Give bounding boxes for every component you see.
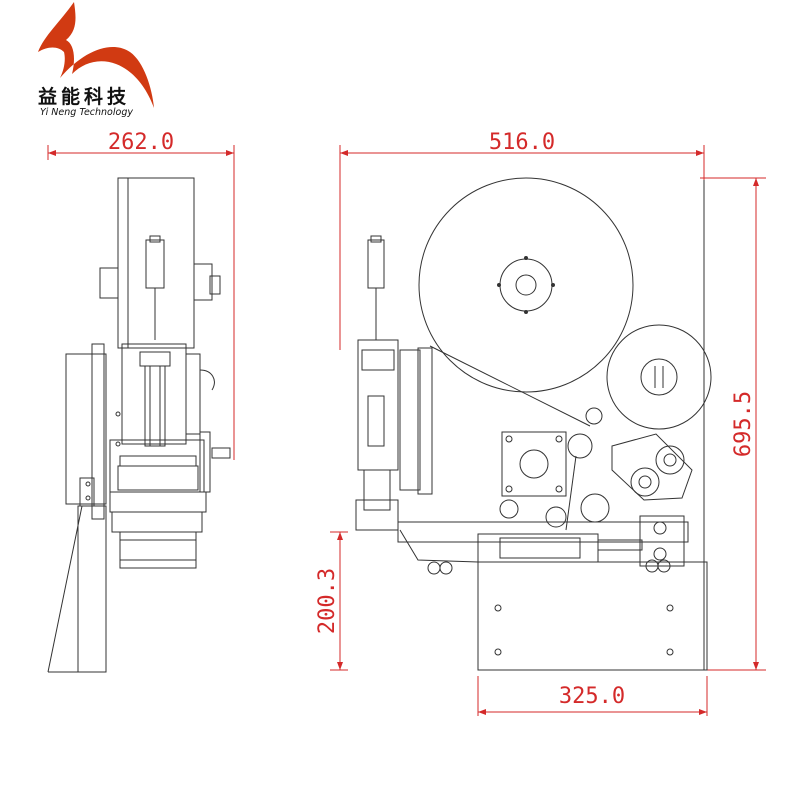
dimension-lines (47, 145, 766, 716)
dim-base-width: 325.0 (559, 684, 625, 709)
dim-front-width: 516.0 (489, 130, 555, 155)
dim-total-height: 695.5 (731, 391, 756, 457)
dim-side-width: 262.0 (108, 130, 174, 155)
dim-base-height: 200.3 (315, 568, 340, 634)
brand-name-cn: 益能科技 (38, 86, 131, 108)
side-view (47, 177, 231, 673)
logo-mark (38, 2, 154, 108)
front-view (355, 177, 712, 671)
brand-name-en: Yi Neng Technology (40, 107, 133, 118)
dimension-arrows (48, 150, 759, 715)
